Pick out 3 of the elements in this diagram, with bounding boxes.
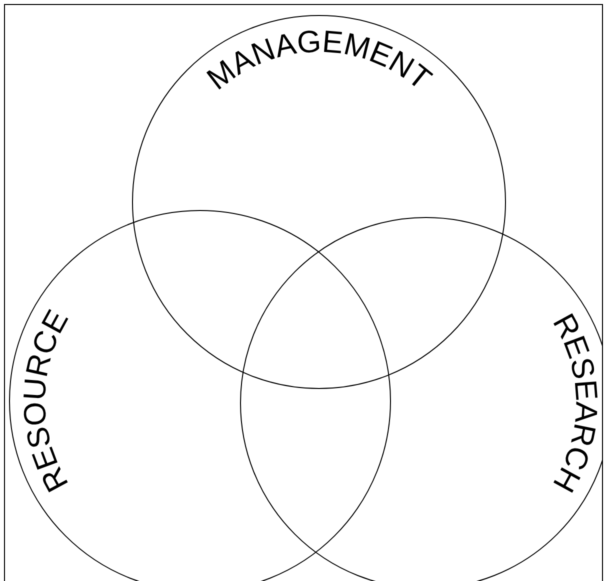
venn-circle [9, 210, 391, 581]
venn-circle [132, 15, 506, 389]
venn-circle [240, 217, 602, 581]
